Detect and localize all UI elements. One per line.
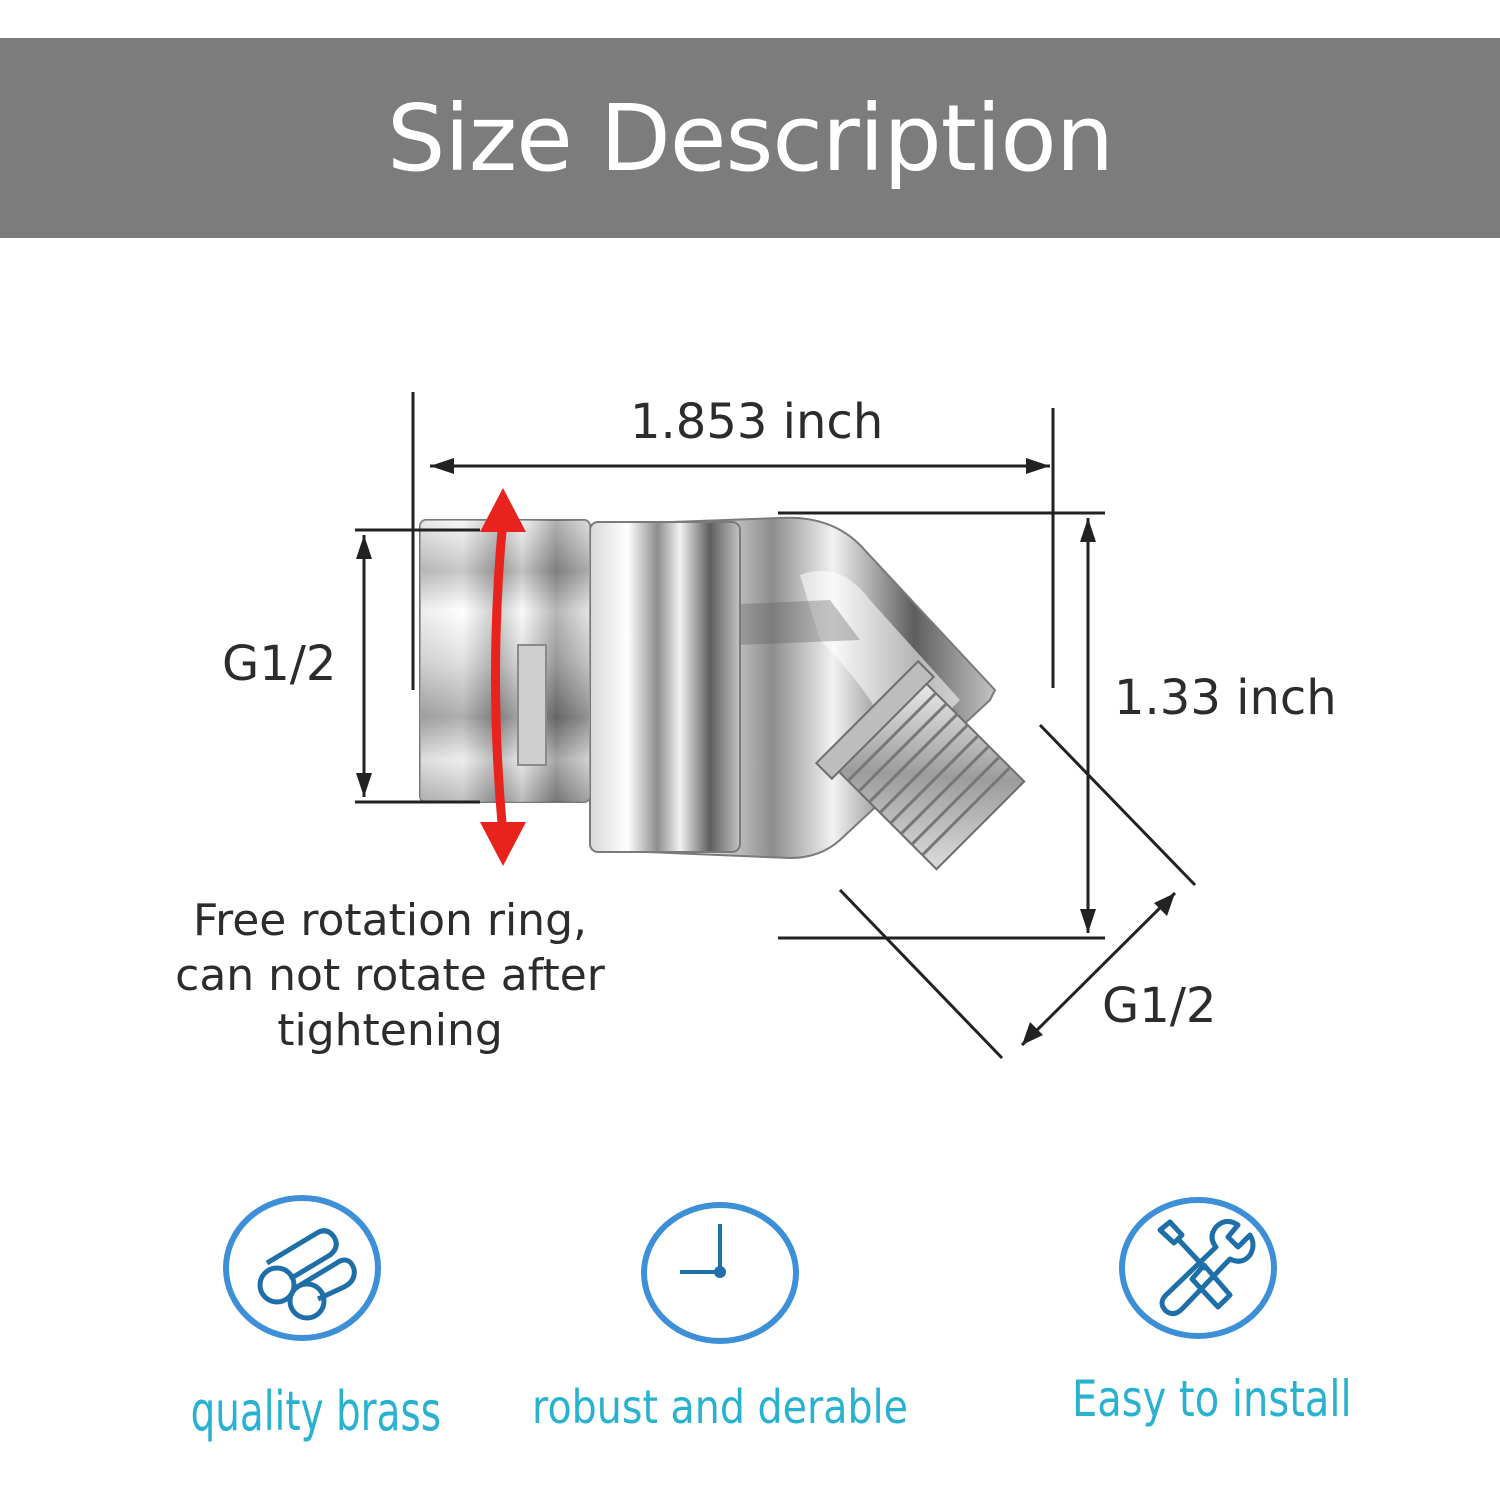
rotation-arrow [480, 488, 526, 866]
feature-label-robust: robust and derable [532, 1380, 908, 1434]
note-line: can not rotate after [175, 950, 605, 1001]
dimension-lines [355, 392, 1197, 1060]
height-dimension-label: 1.33 inch [1114, 670, 1337, 726]
width-dimension-label: 1.853 inch [630, 394, 884, 450]
title-banner: Size Description [0, 38, 1500, 238]
elbow-body [589, 521, 741, 853]
feature-label-quality-brass: quality brass [190, 1380, 441, 1443]
inlet-thread-label: G1/2 [222, 636, 337, 692]
brass-pipes-icon [223, 1195, 381, 1341]
rotation-ring-note: Free rotation ring, can not rotate after… [150, 893, 630, 1058]
feature-label-easy-install: Easy to install [1072, 1370, 1352, 1428]
threaded-outlet [814, 659, 1026, 871]
tools-icon [1119, 1197, 1277, 1339]
clock-icon [641, 1202, 799, 1344]
rotation-ring [419, 519, 591, 803]
page-title: Size Description [386, 84, 1114, 192]
note-line: tightening [277, 1005, 503, 1056]
dimension-arrowheads [356, 458, 1175, 1045]
note-line: Free rotation ring, [192, 895, 587, 946]
outlet-thread-label: G1/2 [1102, 978, 1217, 1034]
